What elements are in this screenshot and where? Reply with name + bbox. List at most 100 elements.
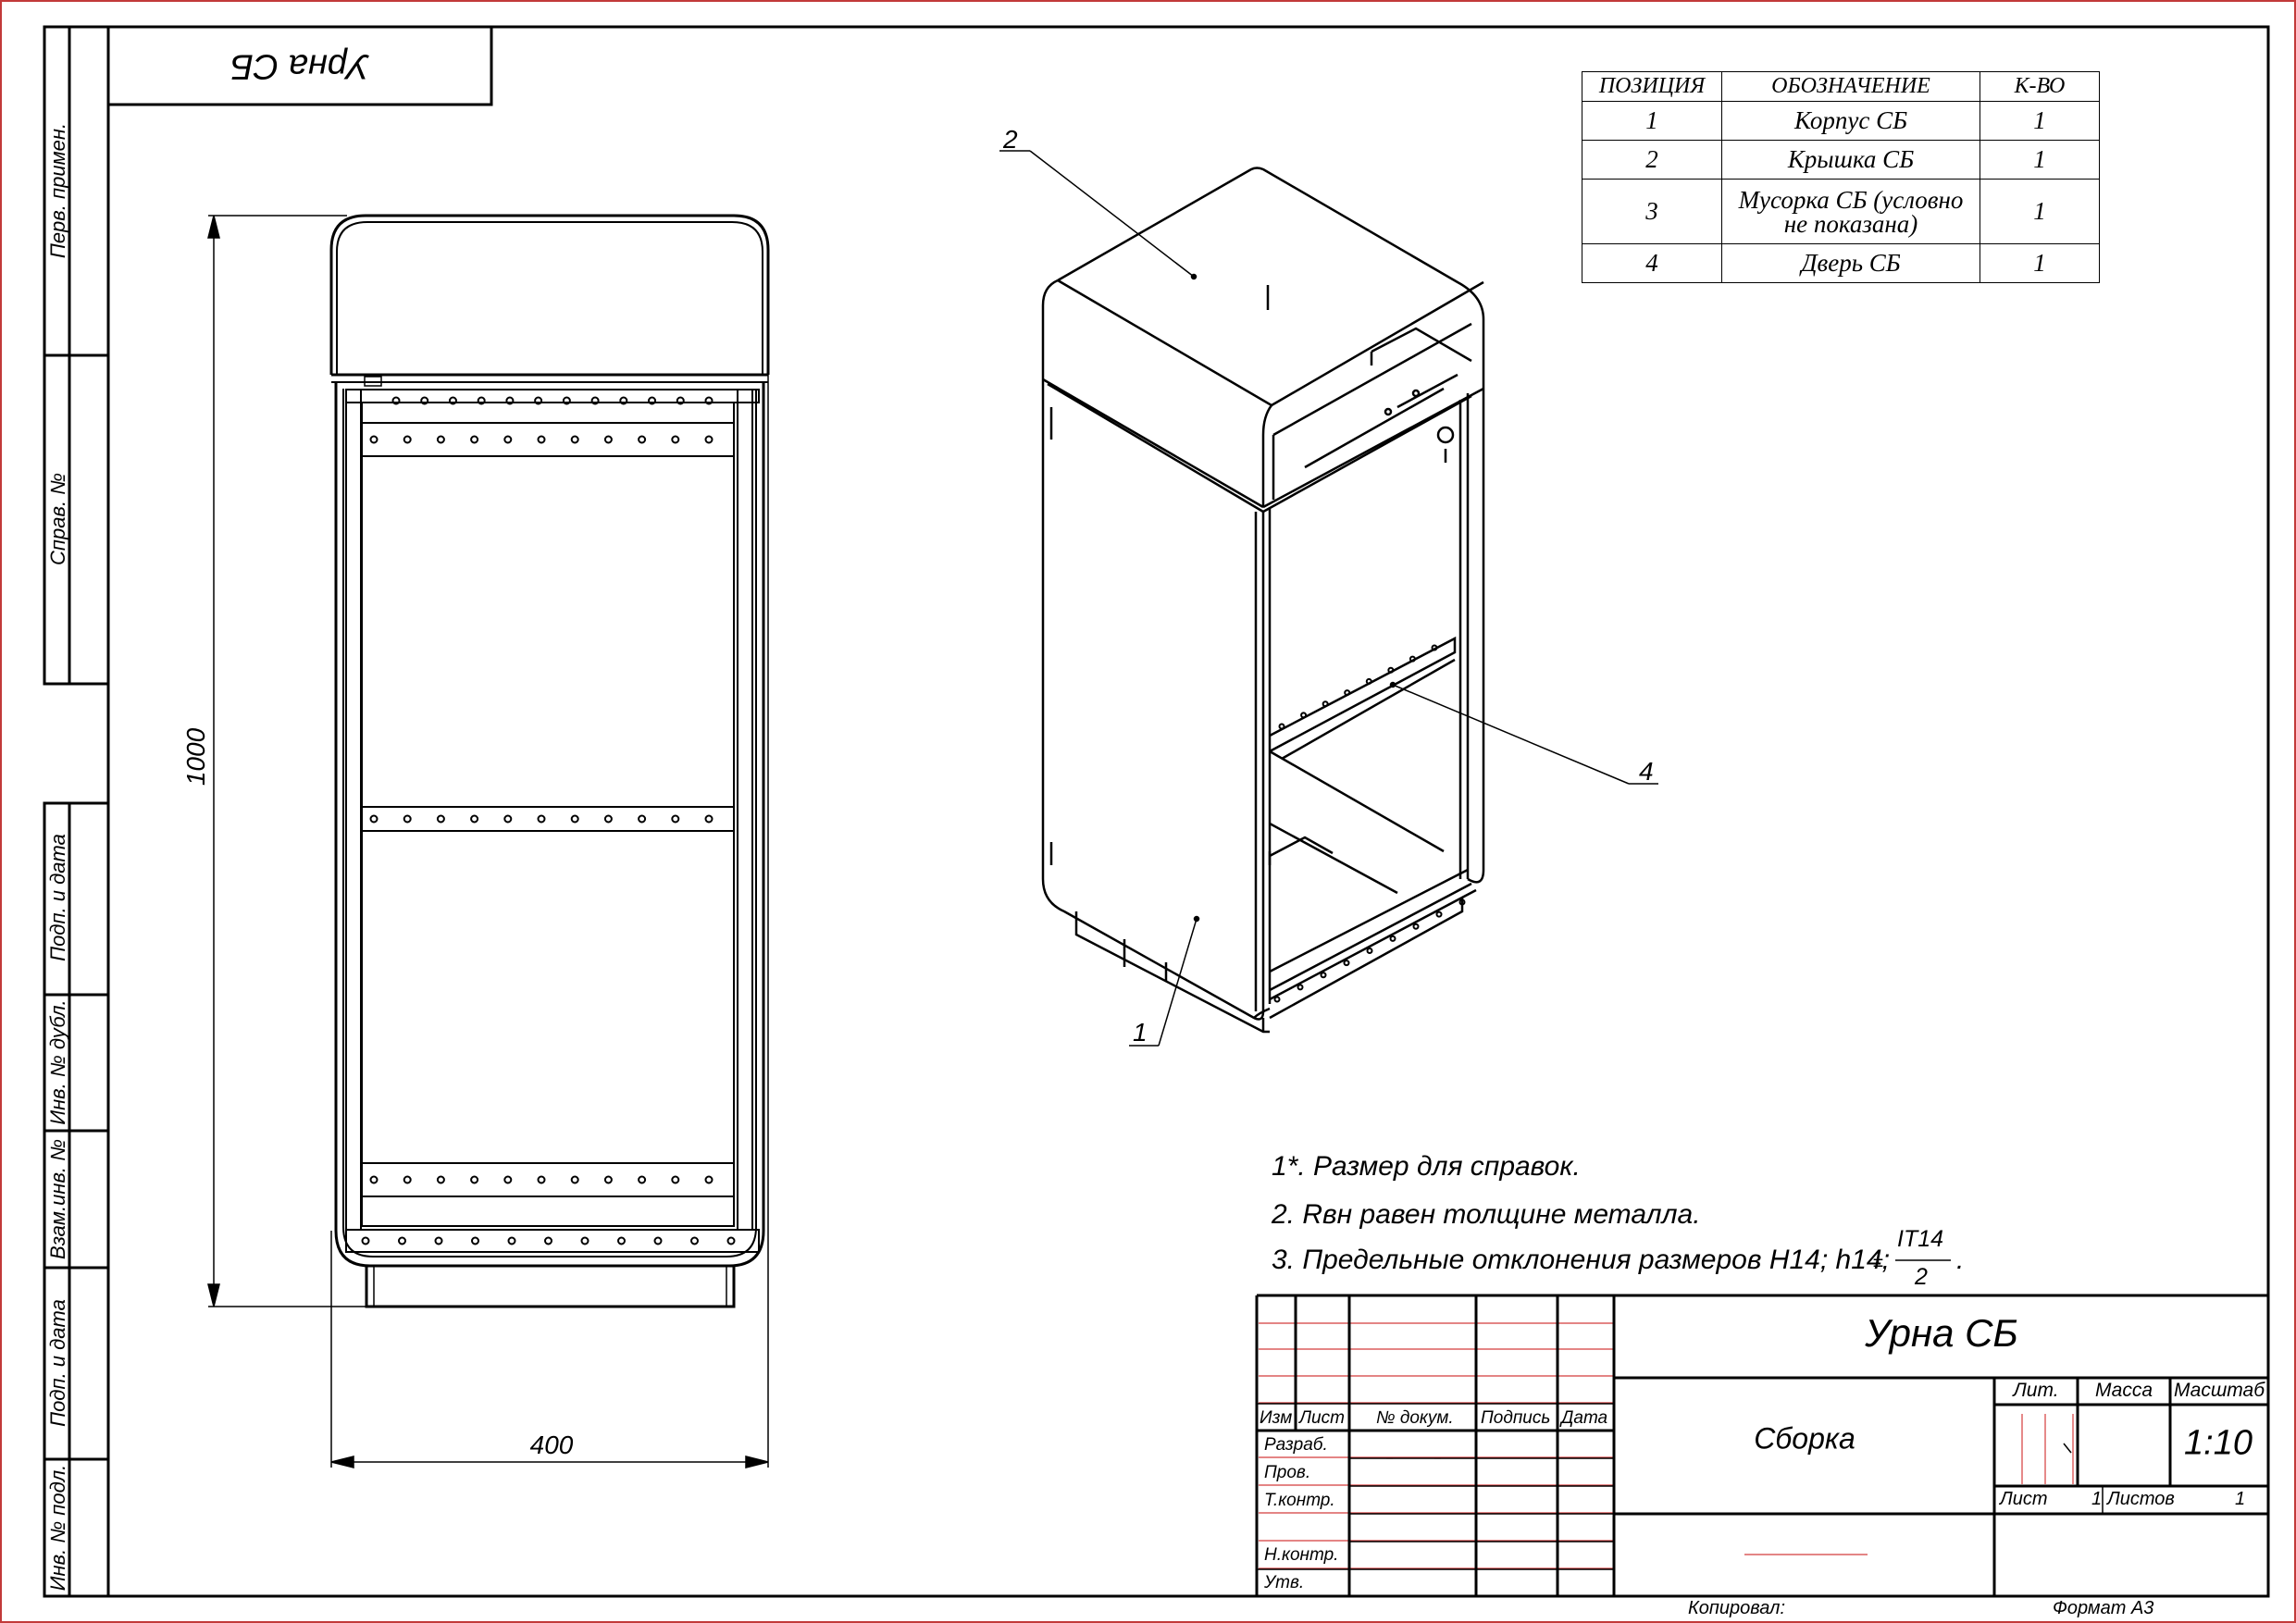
parts-pos: 3 [1582,179,1722,244]
tb-format: Формат А3 [2053,1598,2154,1618]
mounting-hole [369,1175,379,1184]
title-block-grid [1255,1294,2268,1596]
mounting-hole [436,435,445,444]
mounting-hole [1297,984,1304,991]
table-row: 1 Корпус СБ 1 [1582,101,2100,141]
parts-name: Дверь СБ [1721,243,1980,283]
parts-name: Корпус СБ [1721,101,1980,141]
mounting-hole [1300,712,1308,719]
callout-1: 1 [1133,1018,1148,1047]
mounting-hole [403,814,412,824]
mounting-hole [436,1175,445,1184]
stamp-podp-data-2: Подп. и дата [46,1299,69,1427]
mounting-hole [544,1236,552,1245]
title-block-title: Урна СБ [1865,1311,2018,1355]
mounting-hole [369,435,379,444]
parts-name-line1: Мусорка СБ (условно [1738,185,1964,214]
parts-pos: 1 [1582,101,1722,141]
mounting-hole [1389,935,1396,942]
mounting-hole [1435,911,1443,918]
mounting-hole [653,1236,663,1245]
mounting-hole [603,814,613,824]
mounting-hole [398,1236,406,1245]
isometric-view [1041,167,1485,1034]
dimension-height [207,215,366,1307]
mounting-hole [1278,723,1285,730]
parts-name: Крышка СБ [1721,140,1980,180]
mounting-hole [503,1175,513,1184]
tb-col-doc: № докум. [1376,1408,1454,1428]
parts-table: ПОЗИЦИЯ ОБОЗНАЧЕНИЕ К-ВО 1 Корпус СБ 1 2… [1582,71,2100,283]
mounting-hole [403,1175,412,1184]
mounting-hole [537,435,546,444]
front-view-holes [361,396,736,1245]
mounting-hole [1322,700,1329,708]
mounting-hole [726,1236,736,1245]
mounting-hole [1412,923,1420,930]
stamp-inv-no-dubl: Инв. № дубл. [46,999,69,1125]
mounting-hole [619,396,628,405]
title-block-subtitle: Сборка [1754,1421,1855,1456]
mounting-hole [704,814,714,824]
mounting-hole [403,435,412,444]
mounting-hole [470,814,479,824]
tb-masshtab: Масштаб [2173,1380,2265,1401]
parts-pos: 4 [1582,243,1722,283]
mounting-hole [503,435,513,444]
note-3: 3. Предельные отклонения размеров H14; h… [1272,1245,1890,1275]
mounting-hole [1409,655,1416,663]
tb-tkontr: Т.контр. [1264,1491,1335,1510]
mounting-hole [420,396,429,405]
stamp-podp-data-1: Подп. и дата [46,834,69,961]
parts-header-name: ОБОЗНАЧЕНИЕ [1721,71,1980,102]
corner-title-box [106,25,493,106]
mounting-hole [617,1236,626,1245]
mounting-hole [570,814,579,824]
tb-sheets-no: 1 [2235,1489,2246,1509]
tolerance-pm: ± [1873,1251,1883,1271]
mounting-hole [638,1175,647,1184]
mounting-hole [671,814,680,824]
mounting-hole [570,1175,579,1184]
tb-utv: Утв. [1264,1573,1305,1592]
tb-col-list: Лист [1299,1408,1345,1428]
callout-4: 4 [1639,757,1654,786]
tb-scale: 1:10 [2184,1423,2253,1463]
tb-nkontr: Н.контр. [1264,1545,1339,1565]
mounting-hole [537,814,546,824]
front-view [329,214,770,1308]
mounting-hole [537,1175,546,1184]
mounting-hole [704,435,714,444]
tb-prov: Пров. [1264,1463,1311,1482]
corner-title: Урна СБ [230,46,369,86]
tb-lit: Лит. [2013,1380,2059,1401]
mounting-hole [361,1236,370,1245]
tolerance-denominator: 2 [1915,1264,1928,1290]
tb-col-date: Дата [1561,1408,1608,1428]
stamp-inv-no-podl: Инв. № подл. [46,1464,69,1592]
note-2: 2. Rвн равен толщине металла. [1272,1199,1701,1230]
mounting-hole [638,435,647,444]
stamp-perv-primen: Перв. примен. [46,122,69,259]
mounting-hole [580,1236,590,1245]
mounting-hole [704,1175,714,1184]
table-row: 4 Дверь СБ 1 [1582,243,2100,283]
mounting-hole [1320,972,1327,979]
tb-col-sign: Подпись [1481,1408,1551,1428]
mounting-hole [690,1236,699,1245]
mounting-hole [590,396,600,405]
tolerance-numerator: IT14 [1897,1226,1944,1252]
tb-massa: Масса [2094,1380,2153,1401]
mounting-hole [369,814,379,824]
mounting-hole [436,814,445,824]
mounting-hole [503,814,513,824]
parts-qty: 1 [1980,179,2100,244]
stamp-sprav-no: Справ. № [46,473,69,565]
mounting-hole [1387,666,1395,674]
mounting-hole [562,396,571,405]
tb-razrab: Разраб. [1264,1435,1328,1455]
